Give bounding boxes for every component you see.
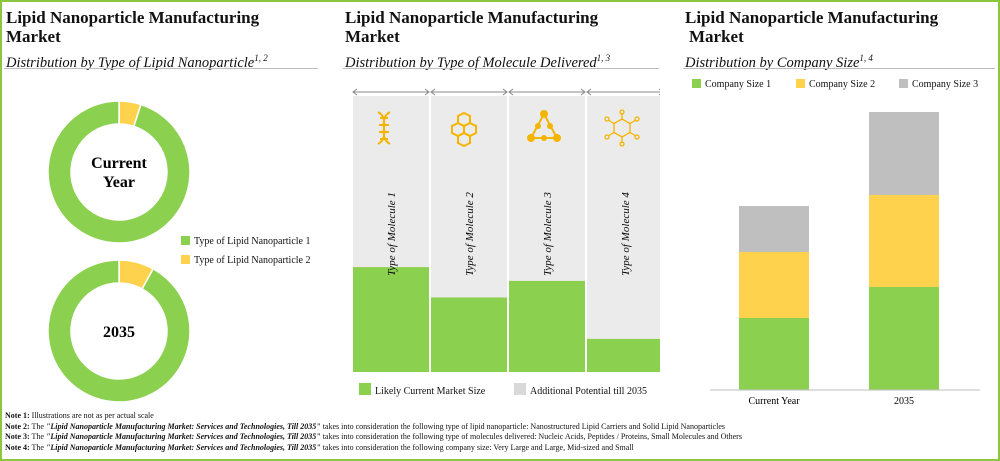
hexagon-cluster-icon [451, 111, 477, 148]
panel3-title-line1: Lipid Nanoparticle Manufacturing [685, 8, 939, 27]
legend-swatch [514, 383, 526, 395]
note-text: The [31, 442, 46, 452]
bar-current-market [509, 280, 585, 372]
note-1: Note 1: Illustrations are not as per act… [5, 411, 742, 422]
legend-current-market: Likely Current Market Size [359, 383, 485, 398]
note-report-title: "Lipid Nanoparticle Manufacturing Market… [45, 421, 321, 431]
note-report-title: "Lipid Nanoparticle Manufacturing Market… [45, 432, 321, 442]
legend-label: Company Size 2 [809, 79, 876, 90]
arrow-head-right [502, 88, 508, 96]
panel2-title-line2: Market [345, 27, 400, 46]
legend-label: Company Size 1 [705, 79, 772, 90]
legend-swatch [692, 79, 701, 88]
legend-swatch [359, 383, 371, 395]
panel1-title-line2: Market [6, 27, 61, 46]
company-size-bar-chart: Current Year 2035 [710, 112, 980, 407]
note-3: Note 3: The "Lipid Nanoparticle Manufact… [5, 432, 742, 443]
panel1-subtitle-note: 1, 2 [254, 53, 268, 63]
donut1-center-label-1: Current [91, 155, 147, 172]
panel3-title-line2: Market [689, 27, 744, 46]
panel2-title-line1: Lipid Nanoparticle Manufacturing [345, 8, 599, 27]
molecule-type-label: Type of Molecule 2 [464, 192, 476, 276]
panel3-subtitle-text: Distribution by Company Size [685, 54, 860, 71]
note-label: Note 4: [5, 442, 30, 452]
panel1-divider [4, 68, 318, 69]
note-label: Note 2: [5, 421, 30, 431]
legend-swatch [181, 236, 190, 245]
panel1-title: Lipid Nanoparticle Manufacturing Market [6, 8, 259, 46]
legend-label: Likely Current Market Size [375, 386, 486, 397]
legend-label: Type of Lipid Nanoparticle 1 [194, 236, 311, 247]
note-2: Note 2: The "Lipid Nanoparticle Manufact… [5, 422, 742, 433]
legend-additional-potential: Additional Potential till 2035 [514, 383, 647, 398]
donut1-center-label-2: Year [103, 174, 135, 191]
arrow-head-right [424, 88, 430, 96]
legend-lipid-type-1: Type of Lipid Nanoparticle 1 [181, 236, 310, 248]
note-text: takes into consideration the following t… [320, 421, 726, 431]
arrow-head-left [586, 88, 592, 96]
molecule-type-label: Type of Molecule 1 [386, 192, 398, 276]
bar-current-market [431, 297, 507, 372]
triangle-molecule-icon [527, 110, 561, 142]
x-tick-2035: 2035 [894, 396, 914, 407]
note-text: The [31, 432, 46, 442]
dna-icon [377, 111, 391, 145]
stacked-bar-segment [869, 287, 939, 390]
hexagon-molecule-icon [604, 109, 640, 147]
panel2-subtitle: Distribution by Type of Molecule Deliver… [345, 50, 610, 71]
donut-slice [47, 100, 191, 244]
molecule-bar-chart: Type of Molecule 1 Type of Molecule 2 Type… [352, 88, 660, 372]
panel1-subtitle-text: Distribution by Type of Lipid Nanopartic… [6, 54, 255, 71]
note-4: Note 4: The "Lipid Nanoparticle Manufact… [5, 443, 742, 454]
arrow-head-left [430, 88, 436, 96]
stacked-bar-segment [739, 318, 809, 390]
legend-label: Additional Potential till 2035 [530, 386, 647, 397]
note-text: takes into consideration the following c… [320, 442, 634, 452]
note-text: The [31, 421, 46, 431]
legend-swatch [181, 255, 190, 264]
arrow-head-right [580, 88, 586, 96]
legend-swatch [796, 79, 805, 88]
note-report-title: "Lipid Nanoparticle Manufacturing Market… [45, 442, 321, 452]
panel3-subtitle-note: 1, 4 [859, 53, 873, 63]
legend-label: Company Size 3 [912, 79, 979, 90]
note-text: takes into consideration the following t… [320, 432, 742, 442]
molecule-type-label: Type of Molecule 3 [542, 192, 554, 276]
footnotes: Note 1: Illustrations are not as per act… [5, 411, 742, 453]
stacked-bar-segment [869, 112, 939, 195]
panel2-title: Lipid Nanoparticle Manufacturing Market [345, 8, 598, 46]
arrow-head-left [352, 88, 358, 96]
bar-current-market [353, 267, 429, 372]
donut-charts: Current Year 2035 [47, 100, 191, 403]
note-label: Note 3: [5, 432, 30, 442]
note-label: Note 1: [5, 411, 30, 420]
donut2-center-label: 2035 [103, 324, 135, 341]
panel3-title: Lipid Nanoparticle Manufacturing Market [685, 8, 938, 46]
stacked-bar-segment [869, 195, 939, 287]
legend-company-size-3: Company Size 3 [899, 79, 978, 91]
stacked-bar-segment [739, 252, 809, 318]
legend-lipid-type-2: Type of Lipid Nanoparticle 2 [181, 255, 310, 267]
legend-company-size-2: Company Size 2 [796, 79, 875, 91]
note-text: Illustrations are not as per actual scal… [31, 411, 154, 420]
legend-label: Type of Lipid Nanoparticle 2 [194, 255, 311, 266]
bar-current-market [587, 338, 660, 372]
donut-slice [47, 259, 191, 403]
panel1-title-line1: Lipid Nanoparticle Manufacturing [6, 8, 260, 27]
x-tick-current-year: Current Year [748, 396, 800, 407]
panel2-subtitle-note: 1, 3 [596, 53, 611, 63]
panel3-subtitle: Distribution by Company Size1, 4 [685, 50, 873, 71]
panel2-subtitle-text: Distribution by Type of Molecule Deliver… [345, 54, 597, 71]
panel3-divider [683, 68, 995, 69]
molecule-type-label: Type of Molecule 4 [620, 192, 632, 276]
panel1-subtitle: Distribution by Type of Lipid Nanopartic… [6, 50, 268, 71]
stacked-bar-segment [739, 206, 809, 252]
legend-company-size-1: Company Size 1 [692, 79, 771, 91]
legend-swatch [899, 79, 908, 88]
arrow-head-left [508, 88, 514, 96]
panel2-divider [343, 68, 659, 69]
